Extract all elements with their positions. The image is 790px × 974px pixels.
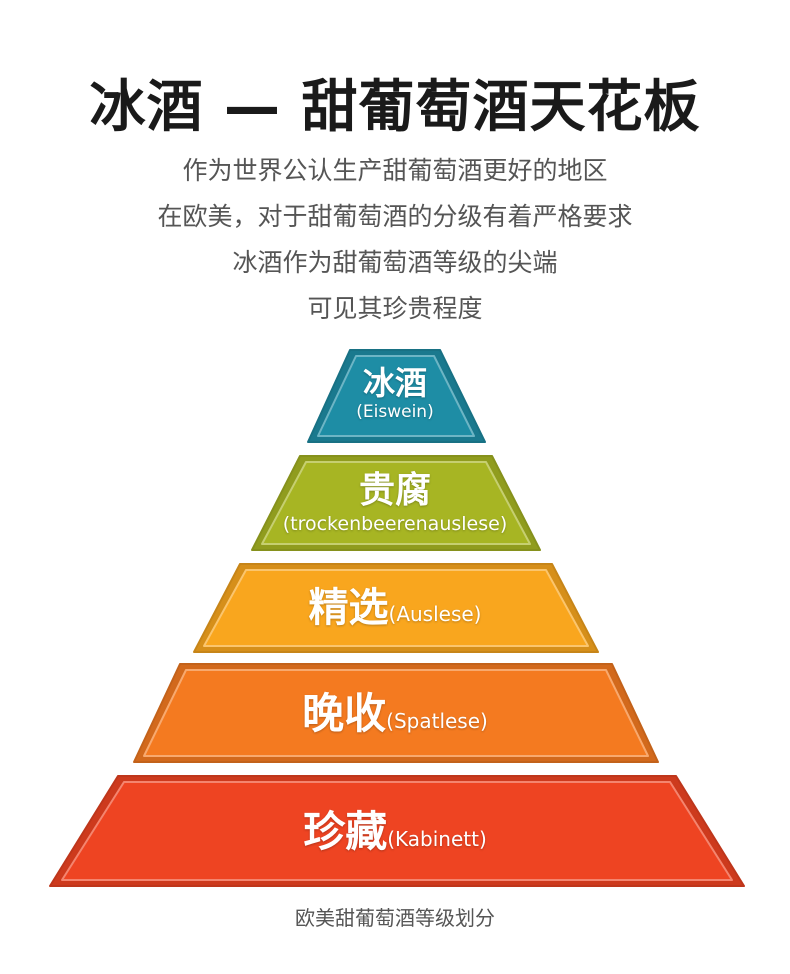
subtitle-line: 作为世界公认生产甜葡萄酒更好的地区 [182, 156, 608, 185]
subtitle-line: 冰酒作为甜葡萄酒等级的尖端 [232, 248, 558, 277]
subtitle: 作为世界公认生产甜葡萄酒更好的地区 在欧美，对于甜葡萄酒的分级有着严格要求 冰酒… [0, 148, 790, 332]
page-title: 冰酒 — 甜葡萄酒天花板 [89, 75, 701, 140]
tier-label-auslese: 精选(Auslese) [0, 584, 790, 640]
tier-label-zh: 珍藏 [303, 807, 388, 856]
tier-label-kabinett: 珍藏(Kabinett) [0, 806, 790, 867]
tier-label-en: (Auslese) [388, 602, 482, 626]
tier-label-eiswein: 冰酒 (Eiswein) [0, 364, 790, 422]
tier-label-spatlese: 晚收(Spatlese) [0, 689, 790, 748]
subtitle-line: 可见其珍贵程度 [307, 294, 483, 323]
tier-label-en: (Eiswein) [356, 402, 434, 422]
tier-label-en: (trockenbeerenauslese) [282, 513, 508, 535]
tier-label-en: (Spatlese) [386, 709, 488, 733]
caption: 欧美甜葡萄酒等级划分 [295, 906, 495, 930]
tier-label-en: (Kabinett) [387, 827, 487, 851]
tier-label-zh: 晚收 [302, 689, 387, 738]
tier-label-trockenbeerenauslese: 贵腐 (trockenbeerenauslese) [0, 470, 790, 536]
tier-label-zh: 精选 [308, 585, 389, 631]
tier-label-zh: 贵腐 [358, 470, 431, 511]
tier-label-zh: 冰酒 [362, 364, 427, 402]
subtitle-line: 在欧美，对于甜葡萄酒的分级有着严格要求 [157, 202, 633, 231]
